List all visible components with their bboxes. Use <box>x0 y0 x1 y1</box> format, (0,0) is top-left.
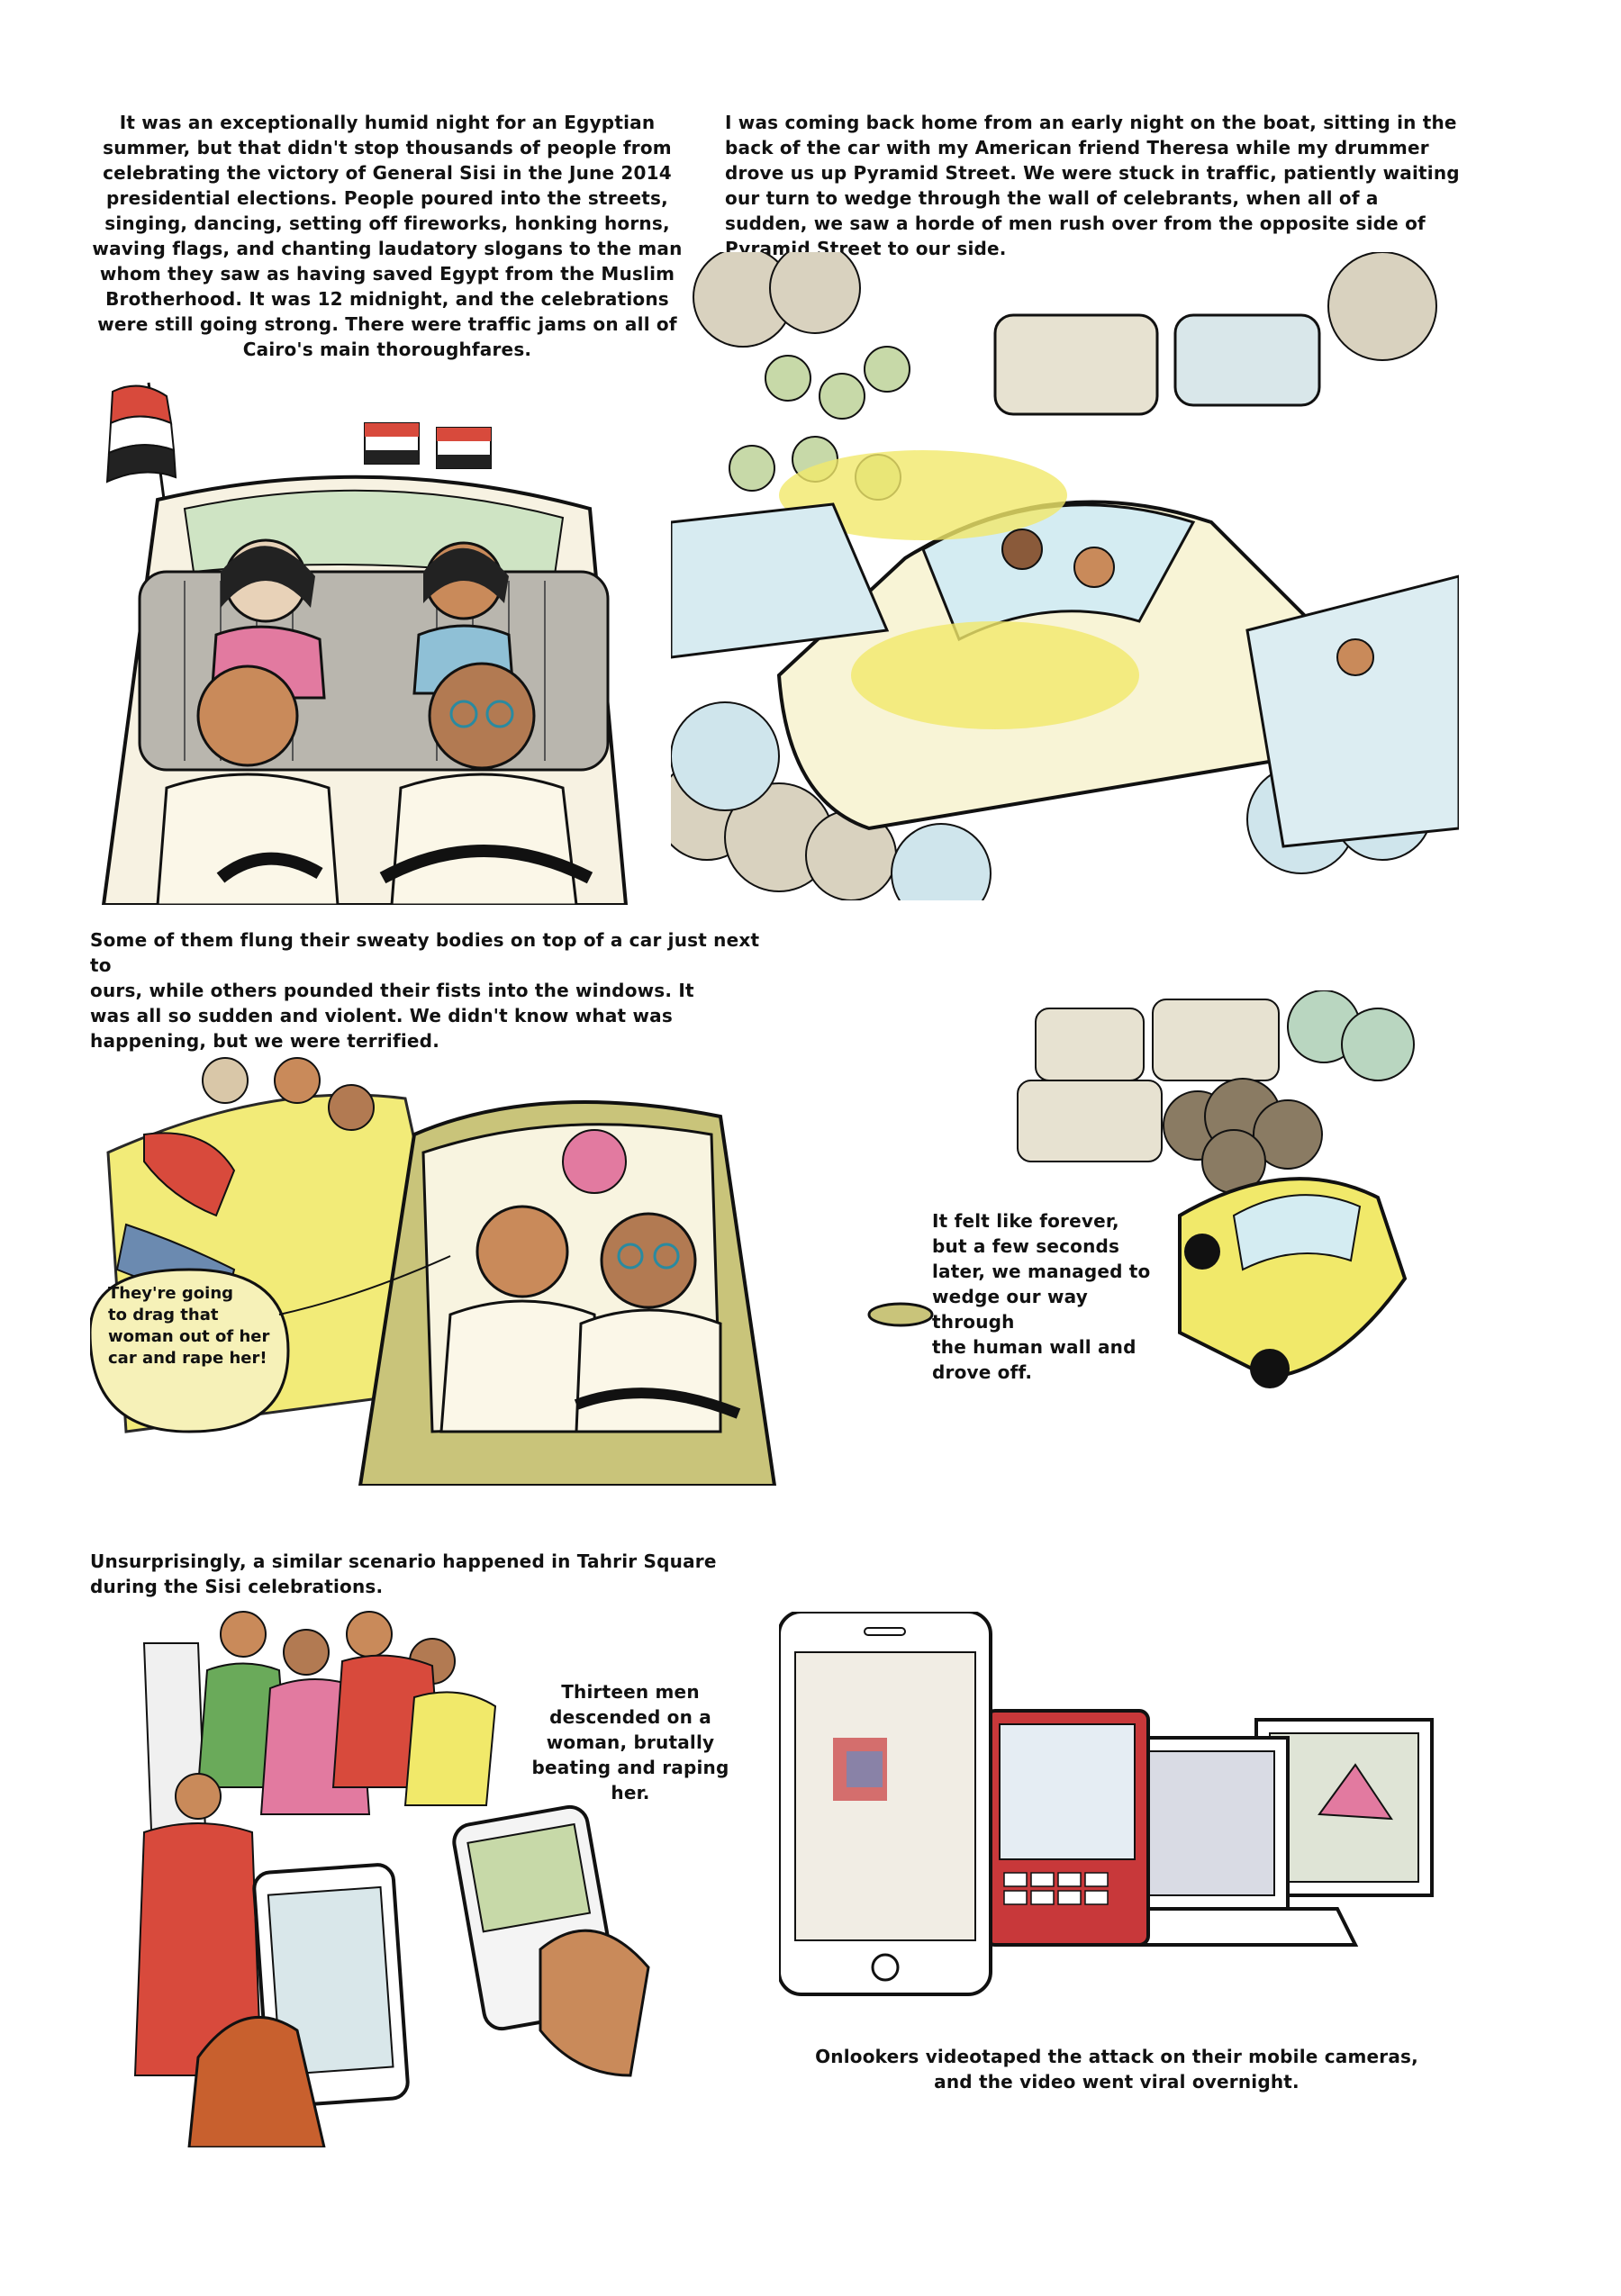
panel1-car-interior-illustration <box>86 374 662 905</box>
panel6-caption: Onlookers videotaped the attack on their… <box>815 2046 1418 2093</box>
panel4-caption: It felt like forever, but a few seconds … <box>932 1210 1151 1383</box>
panel6-devices-illustration <box>779 1612 1441 2026</box>
panel1-caption: It was an exceptionally humid night for … <box>92 112 683 360</box>
panel3-caption: Some of them flung their sweaty bodies o… <box>90 929 760 1052</box>
panel3-speech-bubble: They're going to drag that woman out of … <box>108 1284 270 1368</box>
panel5-inset-caption: Thirteen men descended on a woman, bruta… <box>531 1681 729 1803</box>
panel2-caption: I was coming back home from an early nig… <box>725 112 1460 259</box>
egypt-flag-icon <box>105 382 177 555</box>
panel5-crowd-phones-illustration <box>90 1607 738 2147</box>
panel3-car-attack-illustration <box>90 1044 955 1486</box>
panel2-traffic-jam-illustration <box>671 252 1459 900</box>
panel4-car-escape-illustration <box>1000 990 1468 1405</box>
panel5-caption: Unsurprisingly, a similar scenario happe… <box>90 1550 717 1597</box>
